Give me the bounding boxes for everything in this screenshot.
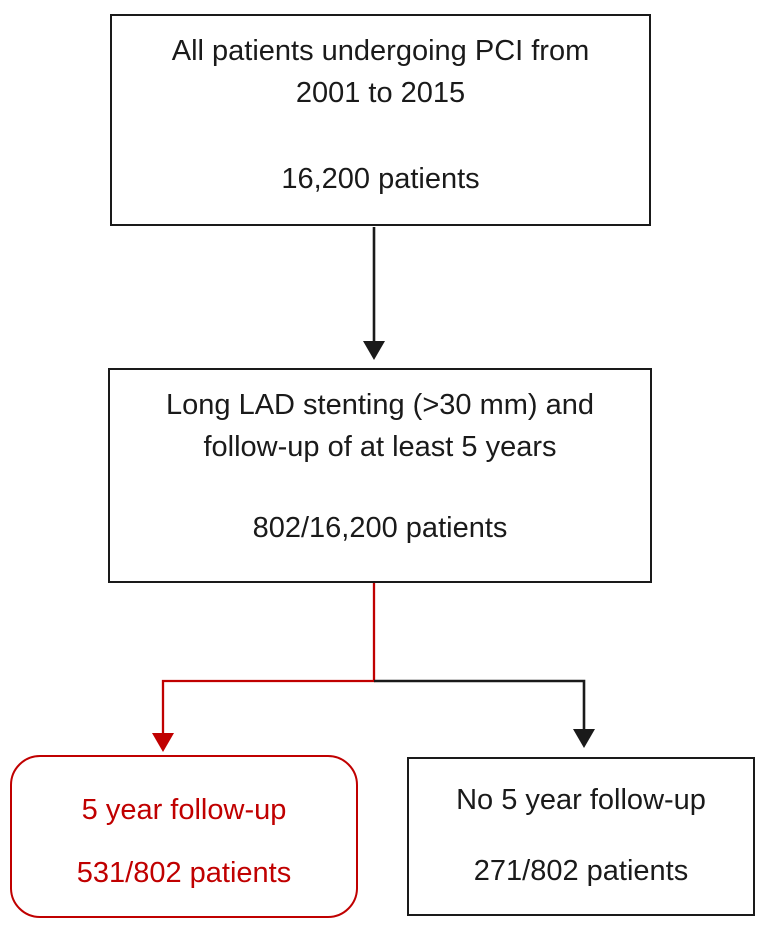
node-long-lad-stenting-text: Long LAD stenting (>30 mm) and follow-up… — [110, 370, 650, 468]
node-long-lad-stenting-line2: follow-up of at least 5 years — [203, 431, 557, 464]
edge-middle-to-left — [161, 583, 376, 736]
node-long-lad-stenting-count: 802/16,200 patients — [252, 511, 508, 544]
node-long-lad-stenting-line1: Long LAD stenting (>30 mm) and — [166, 389, 594, 421]
node-all-patients: All patients undergoing PCI from 2001 to… — [110, 14, 651, 226]
node-no-five-year-follow-up-line1: No 5 year follow-up — [456, 784, 706, 816]
edge-middle-to-right — [374, 679, 586, 732]
node-all-patients-line1: All patients undergoing PCI from — [171, 35, 590, 67]
node-no-five-year-follow-up: No 5 year follow-up 271/802 patients — [407, 757, 755, 916]
node-all-patients-line2: 2001 to 2015 — [295, 77, 466, 110]
node-five-year-follow-up: 5 year follow-up 531/802 patients — [10, 755, 358, 918]
node-no-five-year-follow-up-text: No 5 year follow-up — [409, 759, 753, 821]
node-five-year-follow-up-line1: 5 year follow-up — [81, 794, 287, 826]
node-no-five-year-follow-up-count: 271/802 patients — [473, 854, 689, 887]
node-long-lad-stenting: Long LAD stenting (>30 mm) and follow-up… — [108, 368, 652, 583]
node-all-patients-count: 16,200 patients — [281, 162, 480, 195]
arrowhead-top-to-middle-icon — [363, 341, 385, 360]
node-five-year-follow-up-text: 5 year follow-up — [12, 757, 356, 831]
arrowhead-middle-to-left-icon — [152, 733, 174, 752]
node-five-year-follow-up-count: 531/802 patients — [76, 856, 292, 889]
node-all-patients-text: All patients undergoing PCI from 2001 to… — [112, 16, 649, 114]
arrowhead-middle-to-right-icon — [573, 729, 595, 748]
